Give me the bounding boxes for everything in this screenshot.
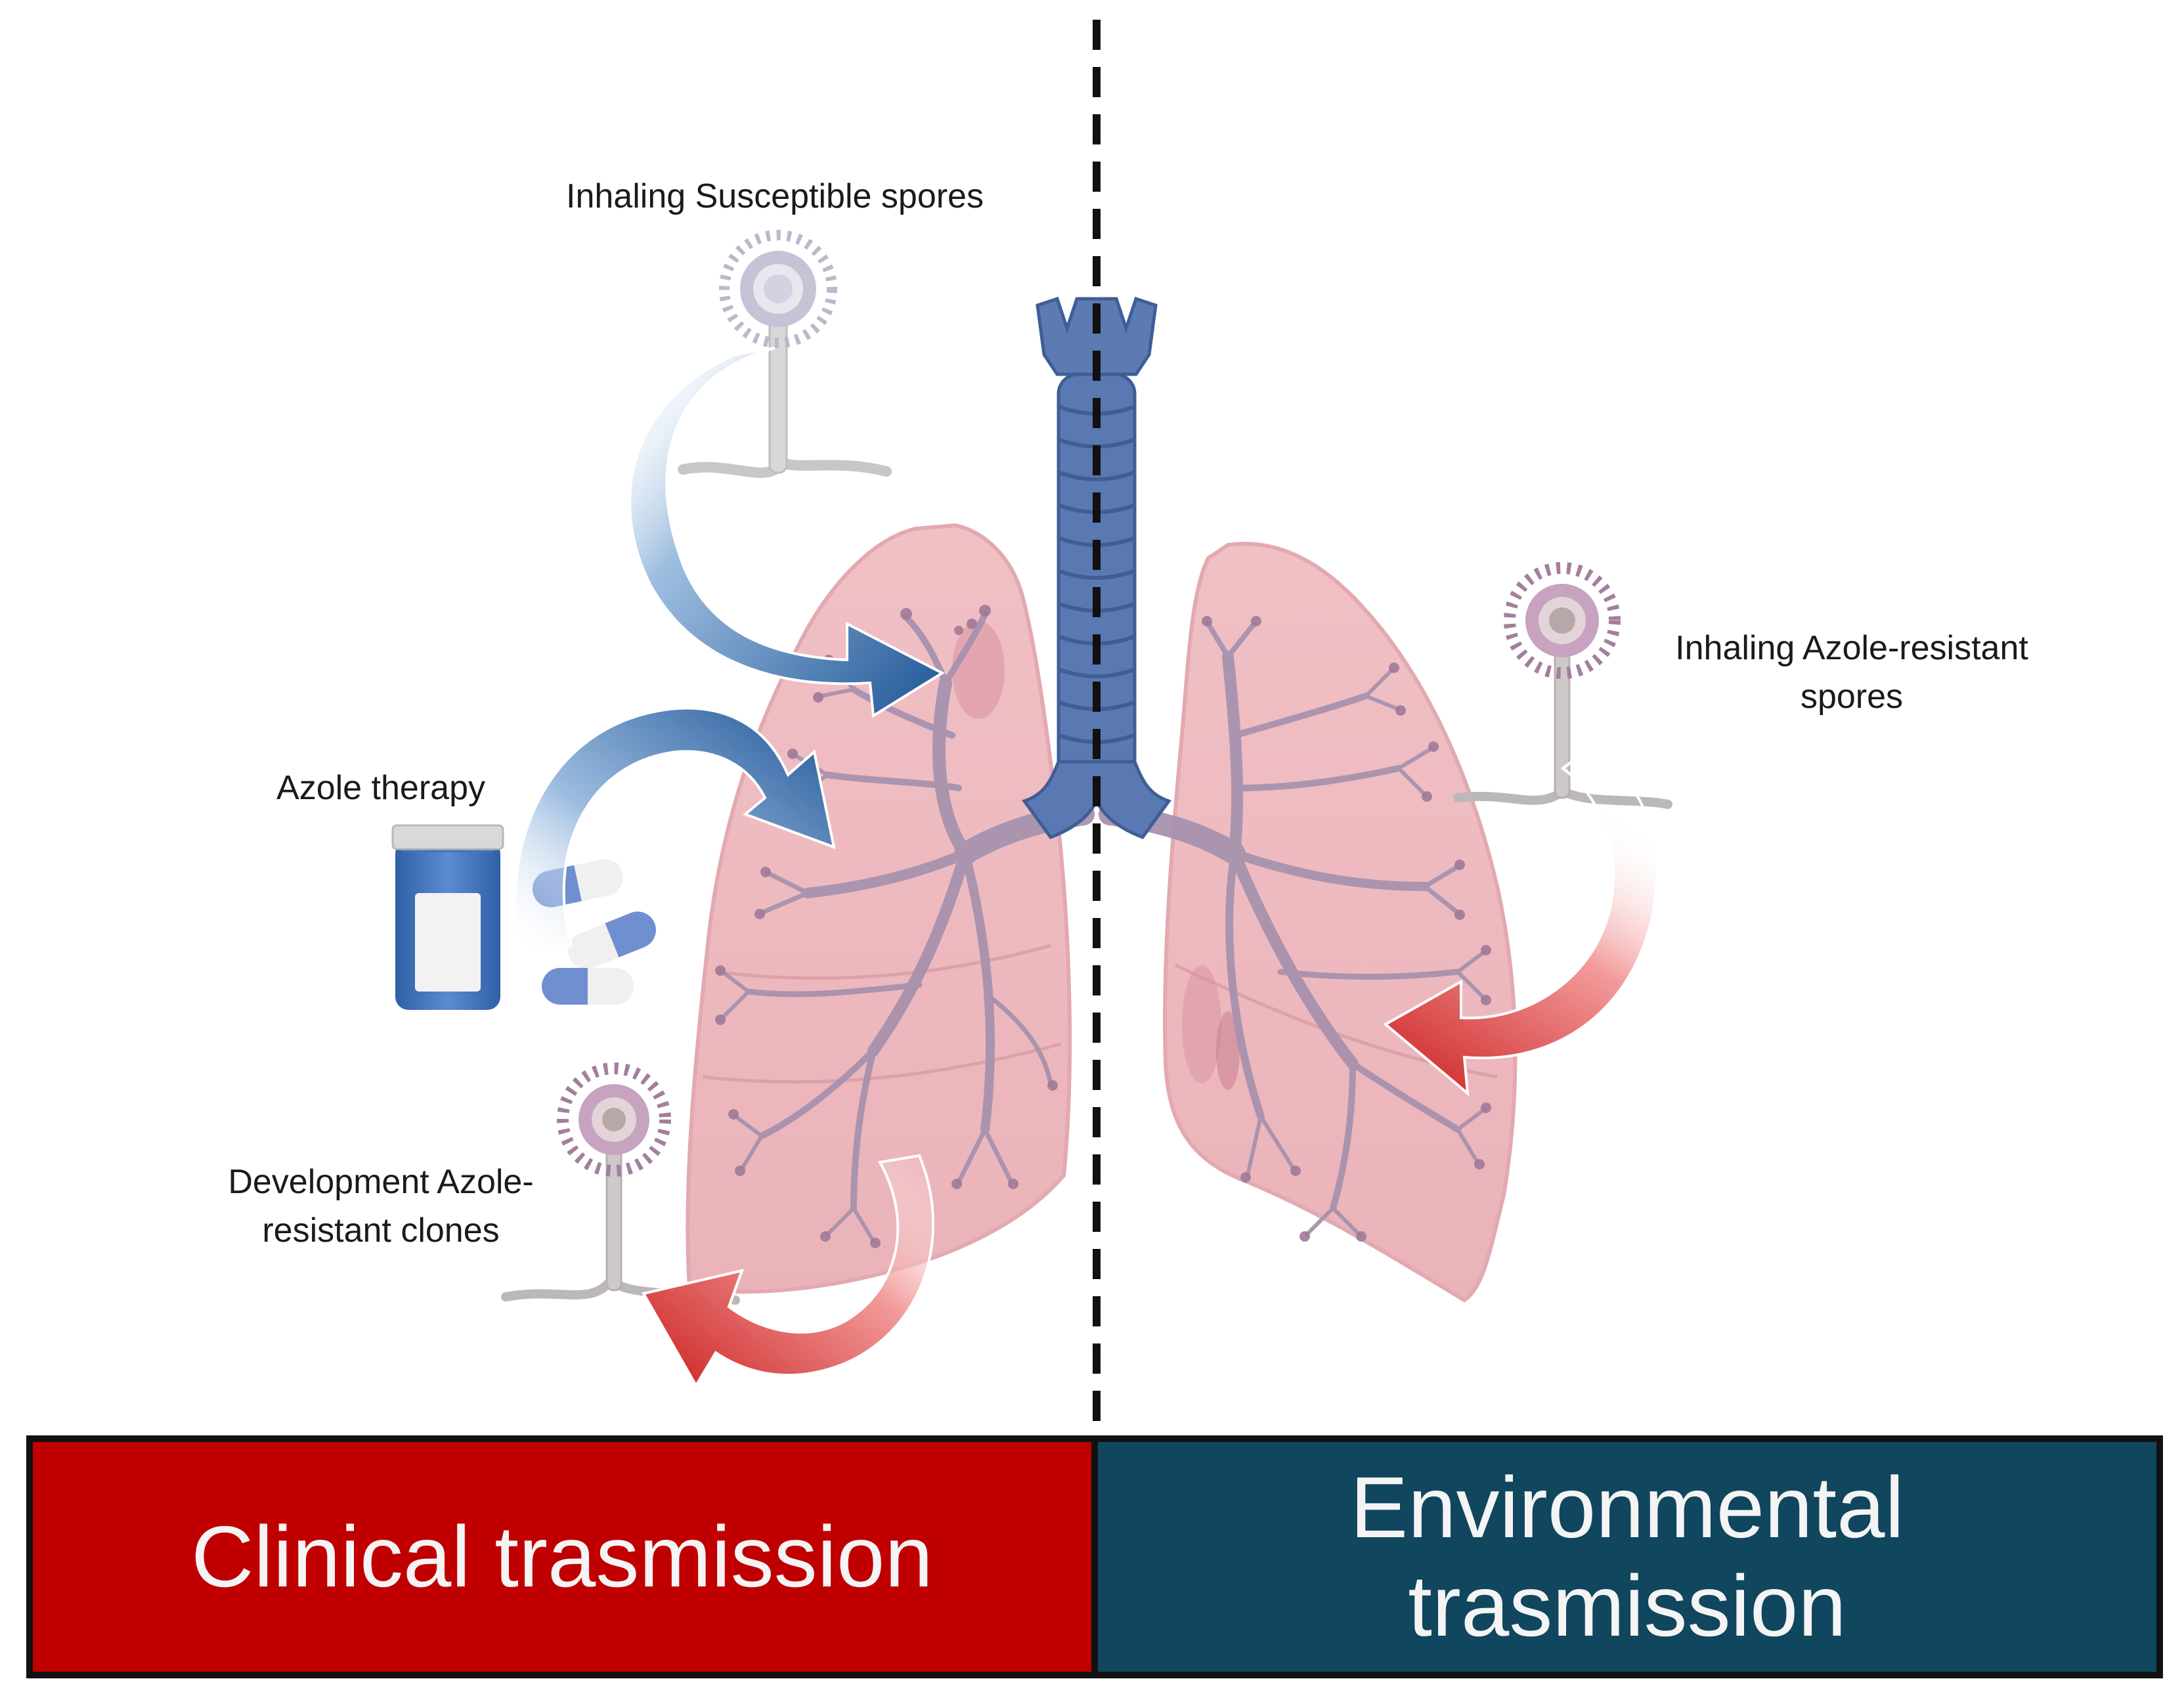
development-label-line2: resistant clones <box>262 1211 500 1250</box>
environmental-title-line2: trasmission <box>1408 1558 1846 1654</box>
resistant-label-line1: Inhaling Azole-resistant <box>1675 629 2028 667</box>
development-label: Development Azole- resistant clones <box>177 1158 584 1255</box>
azole-therapy-label: Azole therapy <box>276 769 485 807</box>
clinical-transmission-title: Clinical trasmission <box>191 1508 933 1605</box>
environmental-transmission-title: Environmental trasmission <box>1350 1458 1904 1655</box>
resistance-development-arrow <box>641 1154 935 1388</box>
resistant-spore-icon <box>1453 562 1672 809</box>
environmental-title-line1: Environmental <box>1350 1459 1904 1556</box>
azole-therapy-arrow <box>513 707 836 954</box>
susceptible-arrow <box>628 347 946 718</box>
pill-bottle-icon <box>391 824 504 1010</box>
susceptible-spore-icon <box>678 230 892 478</box>
resistant-inhalation-arrow <box>1383 747 1659 1097</box>
clinical-transmission-panel: Clinical trasmission <box>26 1435 1098 1678</box>
development-label-line1: Development Azole- <box>228 1163 534 1201</box>
susceptible-label: Inhaling Susceptible spores <box>566 177 984 215</box>
environmental-transmission-panel: Environmental trasmission <box>1091 1435 2163 1678</box>
resistant-label: Inhaling Azole-resistant spores <box>1615 624 2088 721</box>
resistant-label-line2: spores <box>1800 678 1904 716</box>
